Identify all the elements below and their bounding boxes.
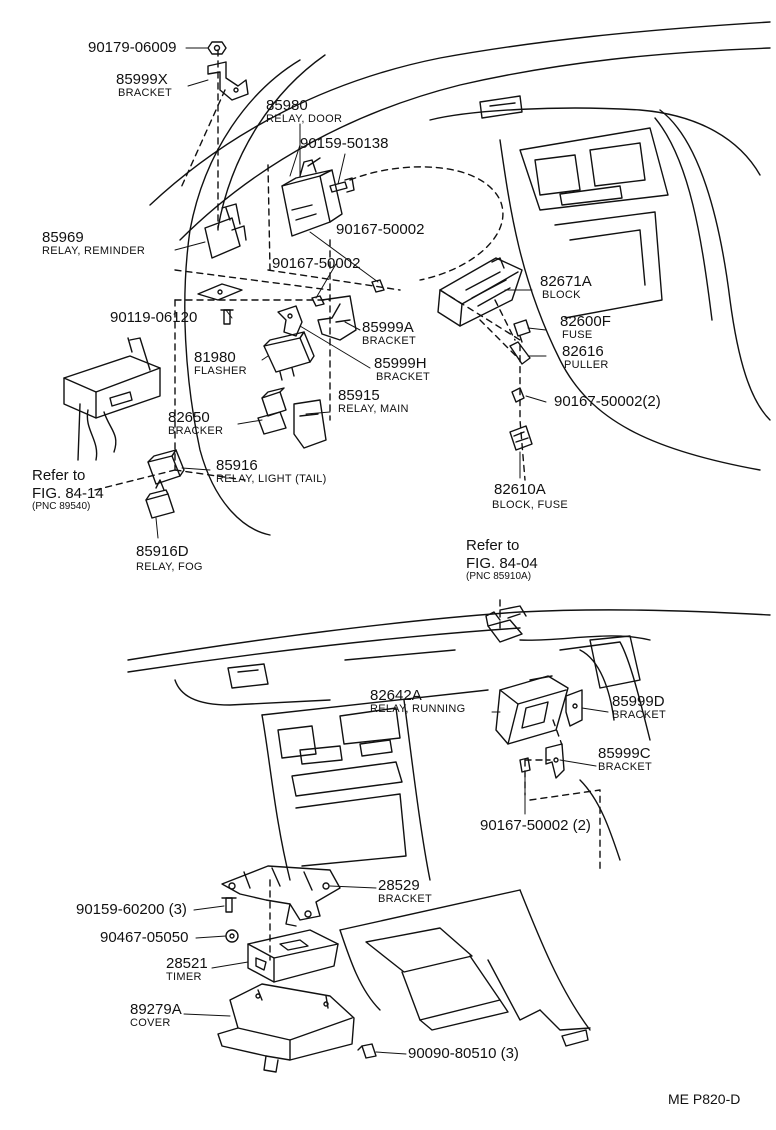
label-85980: 85980 xyxy=(266,97,308,114)
label-82671a: 82671A xyxy=(540,273,592,290)
label-85916-desc: RELAY, LIGHT (TAIL) xyxy=(216,473,327,485)
label-90179-06009: 90179-06009 xyxy=(88,39,177,56)
puller-82616 xyxy=(509,341,531,365)
screw-90159-60200 xyxy=(221,897,237,913)
flasher-81980 xyxy=(263,331,315,381)
label-90167-50002-d: 90167-50002 (2) xyxy=(480,817,591,834)
lower-leaders xyxy=(183,707,609,1055)
label-90167-50002-a: 90167-50002 xyxy=(336,221,425,238)
label-90159-60200: 90159-60200 (3) xyxy=(76,901,187,918)
label-81980: 81980 xyxy=(194,349,236,366)
label-85999c: 85999C xyxy=(598,745,651,762)
label-82616-desc: PULLER xyxy=(564,359,609,371)
upper-leaders xyxy=(155,47,547,539)
label-85916: 85916 xyxy=(216,457,258,474)
relay-tail-85916 xyxy=(147,449,185,485)
refer-to-84-14-line1: Refer to xyxy=(32,467,86,484)
label-28529-desc: BRACKET xyxy=(378,893,433,905)
label-82650-desc: BRACKER xyxy=(168,425,224,437)
lower-leader-dashes xyxy=(269,599,601,961)
label-85999c-desc: BRACKET xyxy=(598,761,653,773)
timer-28521 xyxy=(247,929,339,983)
refer-to-84-04-line2: FIG. 84-04 xyxy=(466,555,538,572)
label-82610a-desc: BLOCK, FUSE xyxy=(492,499,569,511)
refer-to-84-04-pnc: (PNC 85910A) xyxy=(466,571,532,582)
connector-85910a xyxy=(485,605,527,643)
sheet-id: ME P820-D xyxy=(668,1091,741,1107)
refer-to-84-14-line2: FIG. 84-14 xyxy=(32,485,104,502)
label-90467-05050: 90467-05050 xyxy=(100,929,189,946)
label-85999x-desc: BRACKET xyxy=(118,87,173,99)
relay-main-85915 xyxy=(257,387,327,449)
refer-to-84-14-pnc: (PNC 89540) xyxy=(32,501,91,512)
grommet-90467 xyxy=(225,929,239,943)
label-90159-50138: 90159-50138 xyxy=(300,135,389,152)
junction-block-82671a xyxy=(437,257,523,327)
label-85999d: 85999D xyxy=(612,693,665,710)
refer-to-84-04-line1: Refer to xyxy=(466,537,520,554)
label-90090-80510: 90090-80510 (3) xyxy=(408,1045,519,1062)
fuse-82600f xyxy=(513,319,531,343)
label-85999x: 85999X xyxy=(116,71,168,88)
label-82616: 82616 xyxy=(562,343,604,360)
label-82610a: 82610A xyxy=(494,481,546,498)
label-89279a: 89279A xyxy=(130,1001,182,1018)
label-85999a: 85999A xyxy=(362,319,414,336)
label-85969: 85969 xyxy=(42,229,84,246)
fuse-block-82610a xyxy=(509,425,533,451)
label-85980-desc: RELAY, DOOR xyxy=(266,113,343,125)
relay-door-85980 xyxy=(281,157,343,237)
screw-90159-50138 xyxy=(329,177,355,193)
label-82600f: 82600F xyxy=(560,313,611,330)
label-81980-desc: FLASHER xyxy=(194,365,247,377)
relay-fog-85916d xyxy=(145,479,175,519)
screw-90167-lower xyxy=(519,757,531,773)
label-82671a-desc: BLOCK xyxy=(542,289,581,301)
label-82650: 82650 xyxy=(168,409,210,426)
label-85999h: 85999H xyxy=(374,355,427,372)
label-28521-desc: TIMER xyxy=(166,971,202,983)
upper-leader-dashes xyxy=(94,49,526,491)
bracket-85999d xyxy=(565,689,583,727)
cover-89279a xyxy=(217,983,355,1073)
relay-running-82642a xyxy=(495,675,569,745)
label-90167-50002-b: 90167-50002 xyxy=(272,255,361,272)
label-82600f-desc: FUSE xyxy=(562,329,593,341)
relay-reminder-85969 xyxy=(204,203,247,259)
label-85999d-desc: BRACKET xyxy=(612,709,667,721)
lower-dashboard-outline xyxy=(127,609,771,1047)
upper-dashboard-outline xyxy=(149,21,771,536)
bracket-85999c xyxy=(545,743,565,779)
label-85916d-desc: RELAY, FOG xyxy=(136,561,203,573)
screw-90090 xyxy=(357,1043,377,1059)
label-85999a-desc: BRACKET xyxy=(362,335,417,347)
label-85999h-desc: BRACKET xyxy=(376,371,431,383)
harness-connector-8914 xyxy=(63,337,161,461)
label-28521: 28521 xyxy=(166,955,208,972)
label-89279a-desc: COVER xyxy=(130,1017,171,1029)
label-28529: 28529 xyxy=(378,877,420,894)
bracket-85999h xyxy=(277,305,303,337)
label-82642a: 82642A xyxy=(370,687,422,704)
plate-and-screw-90119 xyxy=(197,283,243,325)
nut-90179 xyxy=(207,41,227,55)
label-85915-desc: RELAY, MAIN xyxy=(338,403,409,415)
label-82642a-desc: RELAY, RUNNING xyxy=(370,703,466,715)
bracket-85999x xyxy=(207,61,249,101)
label-85915: 85915 xyxy=(338,387,380,404)
screws-90167-upper xyxy=(311,279,385,307)
label-85969-desc: RELAY, REMINDER xyxy=(42,245,146,257)
screw-90167-right xyxy=(511,387,525,403)
label-90119-06120: 90119-06120 xyxy=(110,309,198,326)
bracket-85999a xyxy=(317,295,357,341)
label-85916d: 85916D xyxy=(136,543,189,560)
label-90167-50002-c: 90167-50002(2) xyxy=(554,393,661,410)
bracket-28529 xyxy=(221,865,341,927)
